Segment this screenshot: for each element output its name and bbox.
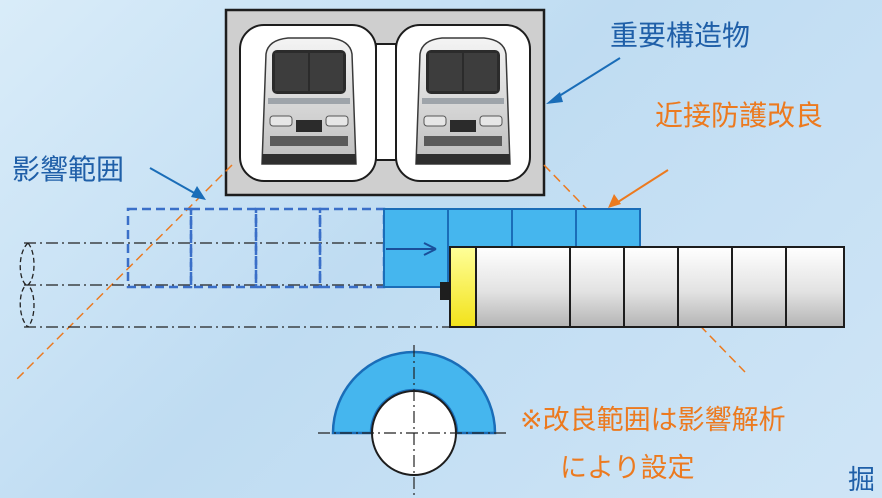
shield-machine (440, 246, 845, 328)
train-front-icon (415, 37, 511, 165)
pointer-important (546, 57, 621, 104)
note-line-1: ※改良範囲は影響解析 (520, 405, 786, 436)
cross-section (318, 345, 510, 498)
influence-range-boxes (126, 207, 386, 289)
pointer-protection (608, 169, 669, 208)
important-structure (224, 8, 546, 197)
partial-text-label: 掘 (848, 465, 875, 496)
important-structure-label: 重要構造物 (610, 19, 751, 52)
train-front-icon (261, 37, 357, 165)
tunnel-outline (19, 242, 450, 328)
shield-cutter-face (449, 246, 477, 328)
direction-arrow (386, 242, 437, 256)
note-line-2: により設定 (560, 453, 695, 484)
tunnel-connector (375, 43, 397, 161)
pointer-influence (149, 167, 206, 200)
influence-range-label: 影響範囲 (12, 153, 125, 186)
proximity-protection-label: 近接防護改良 (655, 99, 824, 132)
